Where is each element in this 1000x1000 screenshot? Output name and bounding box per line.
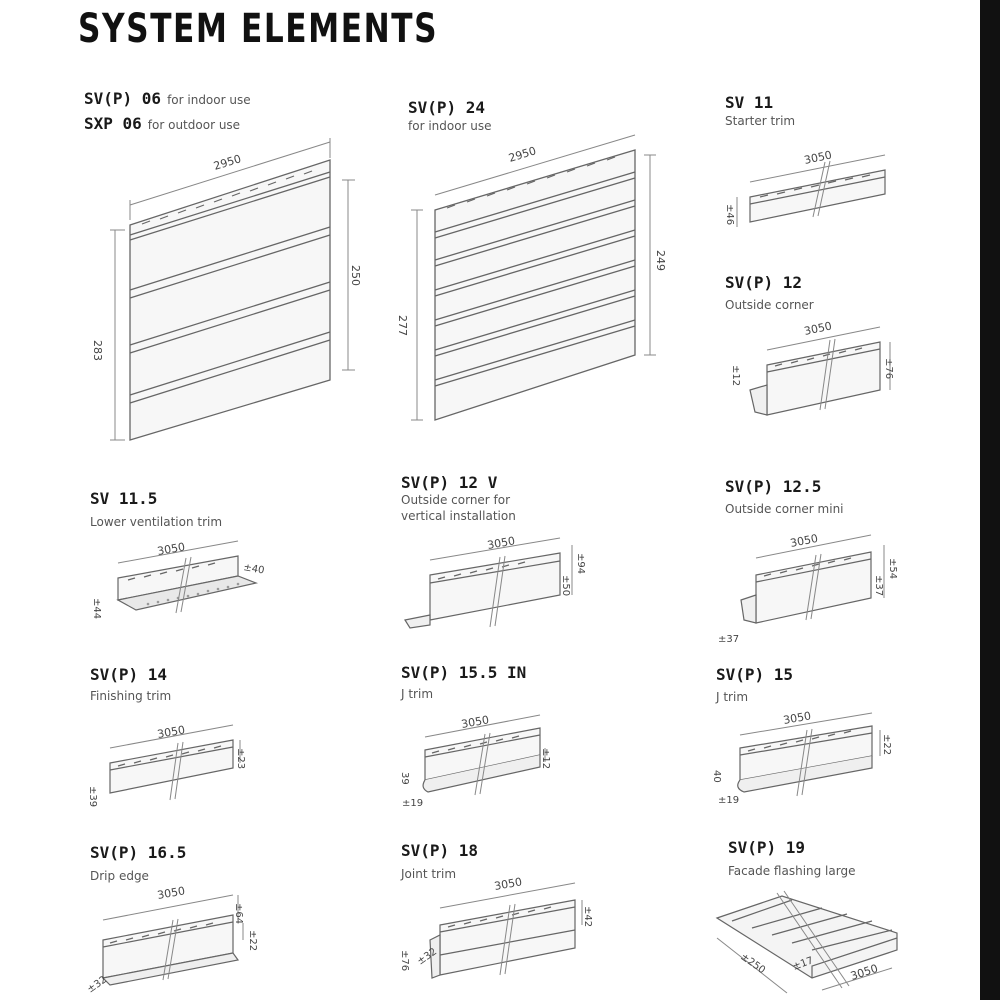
- dim-height-svp24: 277: [396, 315, 409, 336]
- dim-a-svp18: ±42: [582, 906, 593, 927]
- dim-a-svp12: ±12: [730, 365, 741, 386]
- element-desc-svp19: Facade flashing large: [728, 864, 856, 878]
- dim-side-svp24: 249: [654, 250, 667, 271]
- dim-length-svp165: 3050: [156, 884, 186, 902]
- element-code-svp125: SV(P) 12.5: [725, 477, 822, 496]
- element-code-svp18: SV(P) 18: [401, 841, 479, 860]
- dim-b-svp12v: ±94: [575, 553, 586, 574]
- element-desc-sv115: Lower ventilation trim: [90, 515, 223, 529]
- element-code-svp155in: SV(P) 15.5 IN: [401, 663, 527, 682]
- dim-a-svp14: ±39: [87, 786, 98, 807]
- dim-c-svp155in: ±12: [540, 748, 551, 769]
- dim-a-svp12v: ±50: [560, 575, 571, 596]
- element-desc-svp18: Joint trim: [401, 867, 457, 881]
- dim-side-svp06: 250: [349, 265, 362, 286]
- element-desc-svp15: J trim: [716, 690, 749, 704]
- dim-length-svp125: 3050: [789, 532, 819, 550]
- dim-length-svp155in: 3050: [460, 713, 490, 731]
- dim-b-svp125: ±54: [887, 558, 898, 579]
- dim-height-svp06: 283: [91, 340, 104, 361]
- dim-a-svp125: ±37: [873, 575, 884, 596]
- element-code-svp14: SV(P) 14: [90, 665, 168, 684]
- finishing-trim-svp14-drawing: 3050 ±39 ±23: [87, 723, 246, 807]
- j-trim-svp155in-drawing: 3050 39 ±19 ±12: [399, 713, 551, 809]
- dim-length-sv11: 3050: [803, 148, 833, 167]
- dim-a-svp155in: 39: [399, 772, 410, 785]
- dim-a-svp15: 40: [711, 770, 722, 783]
- dim-b-svp12: ±76: [883, 358, 894, 379]
- element-code-sv115: SV 11.5: [90, 489, 158, 508]
- dim-c-svp15: ±22: [881, 734, 892, 755]
- dim-b-svp14: ±23: [235, 748, 246, 769]
- dim-length-svp18: 3050: [493, 875, 523, 893]
- dim-length-svp24: 2950: [507, 144, 538, 165]
- element-code-svp24: SV(P) 24: [408, 98, 486, 117]
- element-desc-svp24: for indoor use: [408, 119, 492, 133]
- dim-b-svp18: ±76: [399, 950, 410, 971]
- soffit-panel-svp06-drawing: 2950 283 250: [91, 138, 362, 441]
- drip-edge-svp165-drawing: 3050 ±64 ±22 ±32: [85, 884, 258, 995]
- element-desc-svp14: Finishing trim: [90, 689, 172, 703]
- dim-length-svp15: 3050: [782, 709, 812, 727]
- joint-trim-svp18-drawing: 3050 ±42 ±76 ±32: [399, 875, 593, 979]
- element-code-svp12v: SV(P) 12 V: [401, 473, 498, 492]
- dim-length-svp19: 3050: [849, 962, 880, 983]
- dim-b-svp165: ±22: [247, 930, 258, 951]
- page-title: SYSTEM ELEMENTS: [78, 6, 439, 52]
- dim-b-svp155in: ±19: [402, 798, 423, 809]
- dim-a-sv115: ±44: [91, 598, 102, 619]
- dim-length-svp14: 3050: [156, 723, 186, 741]
- dim-a-svp19: ±250: [738, 951, 767, 976]
- element-note-svp06: for indoor use: [167, 93, 251, 107]
- element-desc-sv11: Starter trim: [725, 114, 796, 128]
- facade-flashing-large-svp19-drawing: ±250 ±17 3050: [715, 890, 898, 994]
- element-note-sxp06: for outdoor use: [147, 118, 241, 132]
- j-trim-svp15-drawing: 3050 40 ±19 ±22: [711, 709, 892, 806]
- dim-length-svp12v: 3050: [486, 534, 516, 552]
- outside-corner-svp12-drawing: 3050 ±12 ±76: [730, 319, 894, 416]
- dim-a-sv11: ±46: [724, 204, 735, 225]
- element-code-svp19: SV(P) 19: [728, 838, 806, 857]
- dim-b-sv115: ±40: [242, 562, 265, 576]
- soffit-panel-svp24-drawing: 2950 277 249: [396, 134, 667, 421]
- element-desc-svp165: Drip edge: [90, 869, 149, 883]
- element-desc2-svp12v: vertical installation: [401, 509, 516, 523]
- lower-ventilation-trim-sv115-drawing: 3050 ±44 ±40: [91, 540, 265, 619]
- element-code-svp15: SV(P) 15: [716, 665, 794, 684]
- dim-length-sv115: 3050: [156, 540, 186, 558]
- element-desc-svp12v: Outside corner for: [401, 493, 511, 507]
- dim-c-svp125: ±37: [718, 634, 739, 645]
- element-code-svp12: SV(P) 12: [725, 273, 803, 292]
- element-desc-svp125: Outside corner mini: [725, 502, 844, 516]
- dim-length-svp06: 2950: [212, 152, 243, 173]
- element-code-svp165: SV(P) 16.5: [90, 843, 187, 862]
- dim-a-svp165: ±64: [233, 903, 244, 924]
- outside-corner-vertical-svp12v-drawing: 3050 ±50 ±94: [404, 534, 586, 629]
- dim-length-svp12: 3050: [803, 319, 833, 338]
- dim-b-svp15: ±19: [718, 795, 739, 806]
- starter-trim-sv11-drawing: 3050 ±46: [724, 148, 886, 227]
- outside-corner-mini-svp125-drawing: 3050 ±37 ±54 ±37: [718, 532, 898, 645]
- element-code-sv11: SV 11: [725, 93, 774, 112]
- page-edge-bar: [980, 0, 1000, 1000]
- element-desc-svp155in: J trim: [401, 687, 434, 701]
- element-desc-svp12: Outside corner: [725, 298, 814, 312]
